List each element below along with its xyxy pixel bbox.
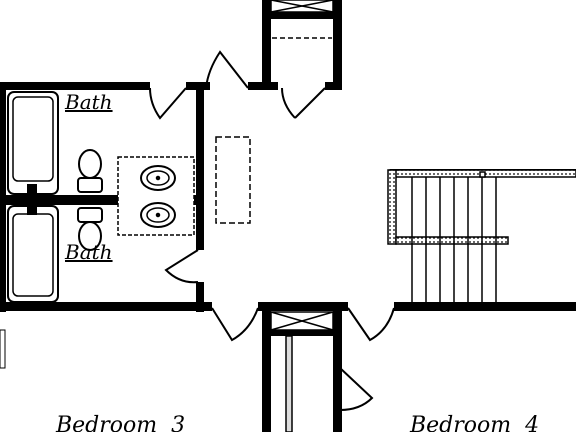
- upper-toilet: [78, 149, 102, 179]
- bedroom4-door-swing: [347, 307, 395, 342]
- vanity: [117, 156, 195, 236]
- wall-bath-right-lower: [196, 282, 204, 312]
- lower-bathtub: [7, 205, 59, 303]
- wall-top-closet-left: [262, 0, 271, 90]
- hall-door-lower: [164, 249, 199, 284]
- bath-door-swing: [149, 87, 187, 120]
- lower-closet-shelf: [285, 335, 293, 432]
- bath-lower-label: Bath: [64, 240, 113, 264]
- lower-closet-header-box: [270, 311, 334, 331]
- wall-top-closet-shelf: [262, 12, 342, 19]
- lower-bath-fixtures: [7, 184, 103, 303]
- stair-rail-left: [387, 169, 397, 245]
- wall-top-closet-stub: [248, 82, 278, 90]
- bedroom3-door-swing: [211, 307, 259, 342]
- lower-closet-door-swing: [339, 367, 374, 411]
- stair-rail-bottom: [395, 236, 509, 245]
- wall-top-closet-stub-r: [325, 82, 342, 90]
- upper-bathtub: [7, 91, 59, 195]
- staircase: [387, 169, 576, 302]
- top-closet-header-box: [270, 0, 334, 13]
- bedroom-4-label: Bedroom 4: [409, 413, 539, 432]
- wall-bath-right: [196, 82, 204, 250]
- wall-lower-closet-left: [262, 306, 271, 432]
- window-left-bedroom3: [0, 329, 6, 369]
- lower-closet: [270, 311, 334, 432]
- bedroom-3-label: Bedroom 3: [55, 413, 185, 432]
- upper-bath-fixtures: [7, 91, 103, 195]
- hall-door-upper: [205, 50, 249, 89]
- wall-bath-top: [0, 82, 150, 90]
- stair-treads: [411, 177, 497, 302]
- top-closet: [270, 0, 334, 119]
- wall-bedroom-top-mid: [258, 302, 348, 311]
- hall-doors: [149, 50, 395, 411]
- wall-bedroom-top-left: [0, 302, 212, 311]
- top-closet-door-swing: [281, 87, 326, 119]
- wall-bedroom-top-right: [394, 302, 576, 311]
- wall-bath-divider: [0, 195, 200, 205]
- wall-top-closet-right: [333, 0, 342, 90]
- wall-lower-closet-shelf: [262, 330, 342, 336]
- wall-lower-closet-right: [333, 306, 342, 432]
- lower-toilet: [78, 221, 102, 251]
- bath-upper-label: Bath: [64, 90, 113, 114]
- attic-access: [215, 136, 251, 224]
